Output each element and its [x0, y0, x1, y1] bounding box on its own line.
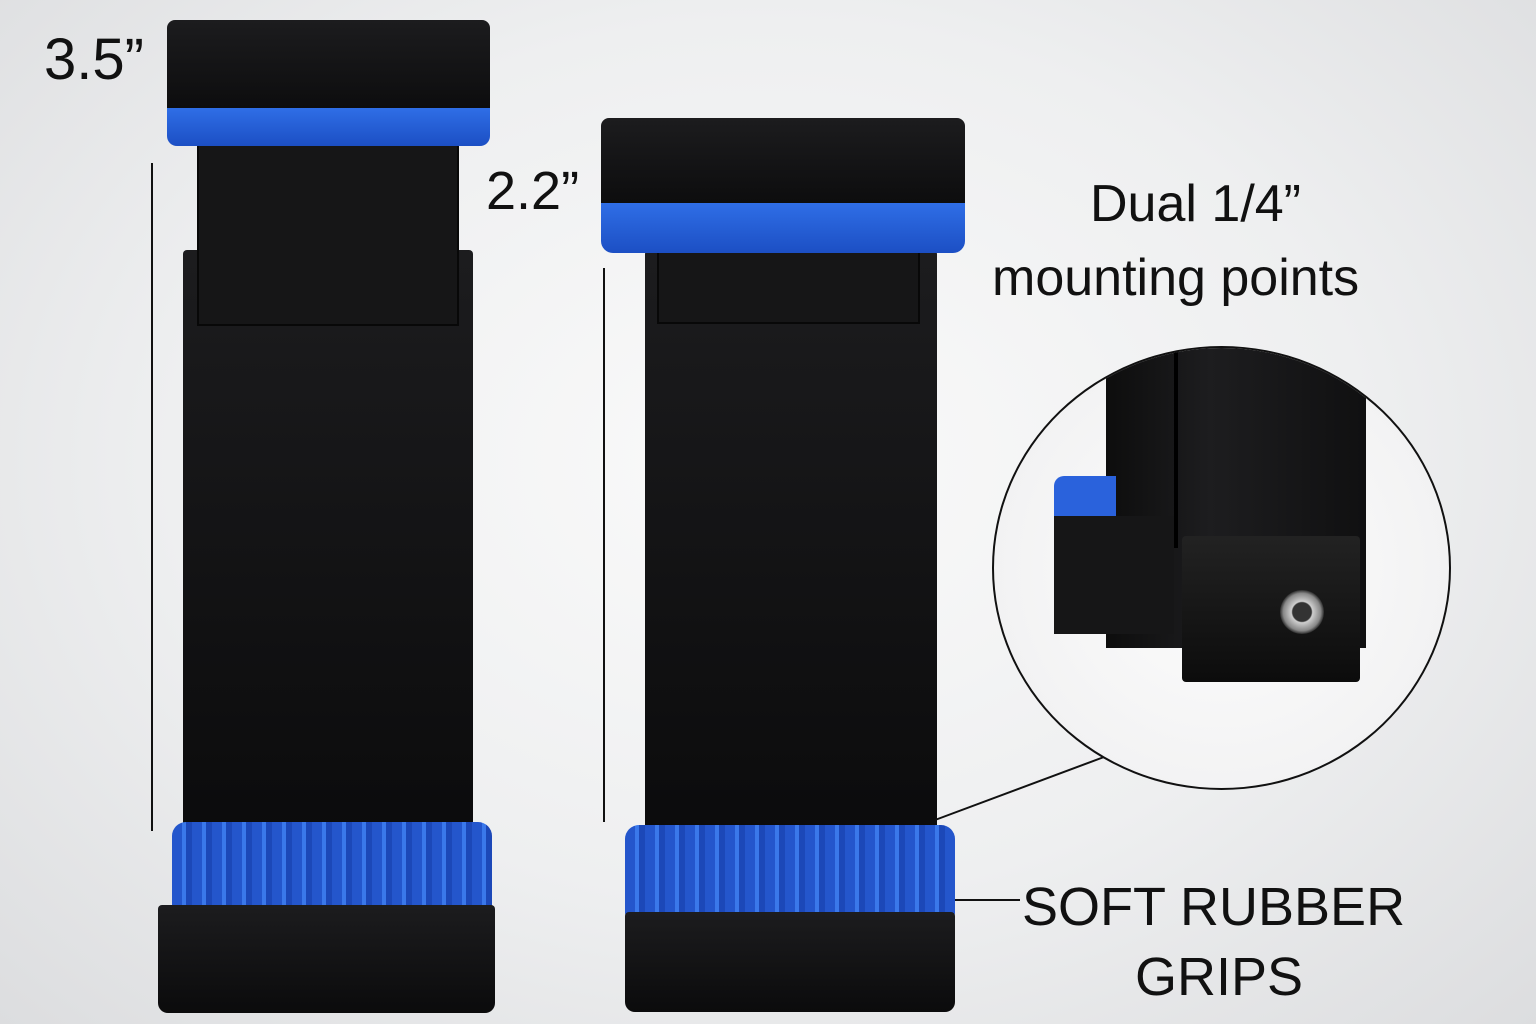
inset-base	[1054, 516, 1174, 634]
bottom-base	[158, 905, 495, 1013]
mount-callout-line2: mounting points	[992, 249, 1360, 307]
bottom-grip	[625, 825, 955, 917]
top-cap	[167, 20, 490, 120]
inset-mount-block	[1182, 536, 1360, 682]
mount-detail-inset	[992, 346, 1451, 790]
holder-body	[645, 250, 937, 840]
bottom-base	[625, 912, 955, 1012]
holder-body	[183, 250, 473, 840]
dimension-label-large: 3.5”	[44, 27, 144, 92]
mount-leader-line	[934, 756, 1105, 821]
inset-edge	[1174, 348, 1178, 548]
grip-callout-line2: GRIPS	[1135, 947, 1304, 1007]
top-grip	[167, 108, 490, 146]
top-grip	[601, 203, 965, 253]
grip-callout-line1: SOFT RUBBER	[1022, 877, 1406, 937]
bottom-grip	[172, 822, 492, 914]
threaded-hole-icon	[1280, 590, 1324, 634]
top-cap	[601, 118, 965, 213]
dimension-line-small	[603, 268, 605, 822]
holder-slider	[197, 140, 459, 326]
dimension-label-small: 2.2”	[486, 161, 580, 221]
mount-callout-line1: Dual 1/4”	[1090, 175, 1301, 233]
dimension-line-large	[151, 163, 153, 831]
